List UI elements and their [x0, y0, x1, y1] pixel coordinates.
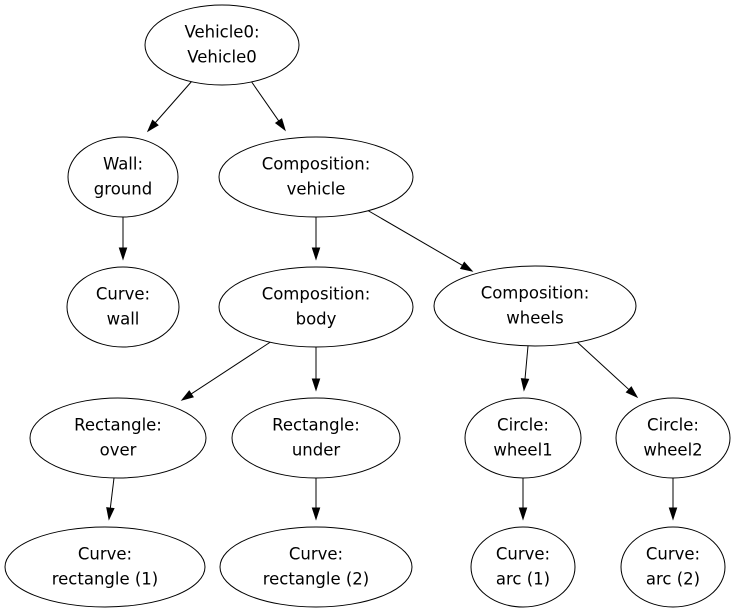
node-curve-wall[interactable]: Curve: wall — [66, 266, 180, 348]
node-label-name: arc (1) — [496, 570, 550, 589]
node-ellipse[interactable] — [615, 397, 731, 479]
edge-composition-vehicle-to-composition-wheels — [366, 209, 474, 272]
edge-line — [524, 345, 529, 380]
node-label-type: Wall: — [103, 155, 143, 174]
node-ellipse[interactable] — [470, 526, 576, 608]
node-circle-wheel2[interactable]: Circle: wheel2 — [615, 397, 731, 479]
node-curve-arc-1[interactable]: Curve: arc (1) — [470, 526, 576, 608]
node-label-name: over — [100, 441, 137, 460]
edge-circle-wheel1-to-curve-arc-1 — [518, 478, 528, 521]
node-label-name: wheels — [506, 309, 563, 328]
node-curve-rectangle-2[interactable]: Curve: rectangle (2) — [219, 526, 413, 608]
node-label-type: Curve: — [496, 545, 550, 564]
edge-composition-body-to-rectangle-under — [311, 347, 321, 392]
node-label-type: Composition: — [262, 285, 371, 304]
edge-line — [575, 340, 630, 390]
node-label-name: arc (2) — [646, 570, 700, 589]
node-curve-rectangle-1[interactable]: Curve: rectangle (1) — [4, 526, 206, 608]
edge-arrowhead-icon — [625, 386, 639, 399]
edge-arrowhead-icon — [520, 378, 530, 392]
node-ellipse[interactable] — [620, 526, 726, 608]
edge-vehicle0-to-wall-ground — [146, 80, 193, 133]
node-label-type: Curve: — [289, 545, 343, 564]
edge-rectangle-over-to-curve-rectangle-1 — [106, 477, 115, 521]
node-label-type: Composition: — [262, 155, 371, 174]
node-rectangle-under[interactable]: Rectangle: under — [231, 397, 401, 479]
node-label-type: Circle: — [647, 416, 699, 435]
node-label-name: wall — [107, 310, 140, 329]
node-label-name: body — [296, 310, 337, 329]
node-label-name: Vehicle0 — [187, 48, 257, 67]
edge-arrowhead-icon — [518, 507, 528, 521]
edge-arrowhead-icon — [146, 119, 159, 133]
edge-arrowhead-icon — [311, 378, 321, 392]
edges-layer — [106, 80, 678, 521]
node-composition-vehicle[interactable]: Composition: vehicle — [218, 136, 414, 218]
node-label-type: Curve: — [96, 285, 150, 304]
node-composition-body[interactable]: Composition: body — [218, 266, 414, 348]
edge-composition-vehicle-to-composition-body — [311, 217, 321, 261]
node-circle-wheel1[interactable]: Circle: wheel1 — [464, 397, 582, 479]
edge-composition-body-to-rectangle-over — [180, 340, 273, 401]
node-ellipse[interactable] — [433, 265, 637, 347]
node-label-type: Rectangle: — [74, 416, 162, 435]
edge-line — [366, 209, 463, 266]
node-label-type: Composition: — [481, 284, 590, 303]
edge-arrowhead-icon — [180, 390, 194, 401]
node-label-name: under — [292, 441, 341, 460]
edge-line — [190, 340, 273, 395]
edge-arrowhead-icon — [668, 507, 678, 521]
node-composition-wheels[interactable]: Composition: wheels — [433, 265, 637, 347]
node-label-name: vehicle — [287, 180, 346, 199]
edge-arrowhead-icon — [118, 247, 128, 261]
node-ellipse[interactable] — [66, 266, 180, 348]
node-label-type: Circle: — [497, 416, 549, 435]
edge-rectangle-under-to-curve-rectangle-2 — [311, 478, 321, 521]
edge-circle-wheel2-to-curve-arc-2 — [668, 478, 678, 521]
edge-composition-wheels-to-circle-wheel2 — [575, 340, 639, 399]
edge-line — [154, 80, 193, 124]
node-ellipse[interactable] — [218, 266, 414, 348]
edge-composition-wheels-to-circle-wheel1 — [520, 345, 530, 392]
edge-arrowhead-icon — [459, 261, 474, 272]
edge-vehicle0-to-composition-vehicle — [250, 80, 286, 132]
node-curve-arc-2[interactable]: Curve: arc (2) — [620, 526, 726, 608]
node-label-name: rectangle (1) — [52, 570, 159, 589]
node-ellipse[interactable] — [231, 397, 401, 479]
node-ellipse[interactable] — [4, 526, 206, 608]
node-rectangle-over[interactable]: Rectangle: over — [29, 397, 207, 479]
node-label-name: wheel1 — [493, 441, 552, 460]
edge-line — [250, 80, 280, 122]
edge-wall-ground-to-curve-wall — [118, 217, 128, 261]
node-vehicle0[interactable]: Vehicle0: Vehicle0 — [144, 4, 300, 86]
node-ellipse[interactable] — [144, 4, 300, 86]
node-ellipse[interactable] — [218, 136, 414, 218]
node-label-name: ground — [94, 180, 152, 199]
node-wall-ground[interactable]: Wall: ground — [67, 136, 179, 218]
node-label-type: Curve: — [646, 545, 700, 564]
node-ellipse[interactable] — [219, 526, 413, 608]
node-label-name: rectangle (2) — [263, 570, 370, 589]
edge-arrowhead-icon — [311, 507, 321, 521]
node-label-type: Curve: — [78, 545, 132, 564]
node-label-type: Vehicle0: — [184, 23, 259, 42]
node-ellipse[interactable] — [29, 397, 207, 479]
nodes-layer: Vehicle0:Vehicle0Wall:groundComposition:… — [4, 4, 731, 608]
node-label-type: Rectangle: — [272, 416, 360, 435]
edge-arrowhead-icon — [106, 507, 115, 521]
edge-line — [109, 477, 115, 509]
node-ellipse[interactable] — [67, 136, 179, 218]
edge-arrowhead-icon — [274, 118, 286, 132]
node-label-name: wheel2 — [643, 441, 702, 460]
edge-arrowhead-icon — [311, 247, 321, 261]
node-ellipse[interactable] — [464, 397, 582, 479]
